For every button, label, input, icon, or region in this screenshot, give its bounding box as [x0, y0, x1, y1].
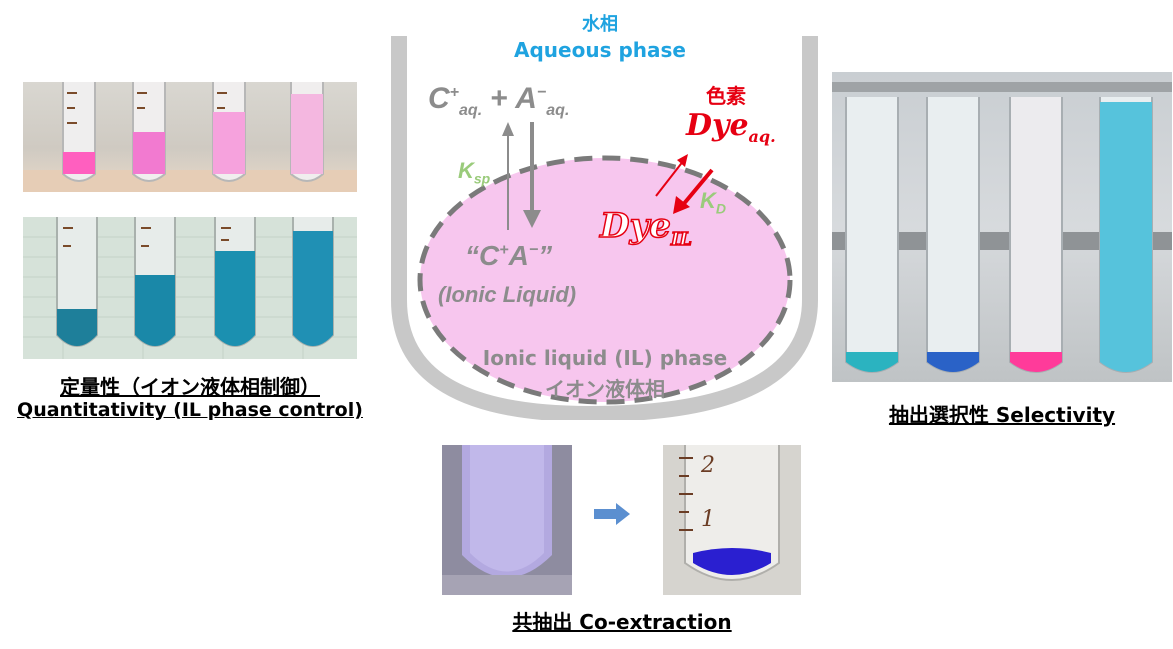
dye-label-jp: 色素	[706, 84, 746, 108]
left-caption-jp: 定量性（イオン液体相制御）	[60, 375, 320, 399]
dye-aq-label: Dyeaq.	[686, 108, 776, 146]
dye-il-label: DyeIL	[599, 205, 692, 250]
selectivity-tube-3	[1009, 97, 1063, 373]
eq-c: C	[428, 82, 450, 115]
kd-label: KD	[700, 188, 727, 217]
blue-tube-2	[134, 217, 176, 347]
il-phase-label-en: Ionic liquid (IL) phase	[482, 346, 728, 370]
equation-cation-anion: C+aq. + A−aq.	[428, 82, 569, 120]
pink-tube-4	[290, 82, 324, 182]
blue-tube-1	[56, 217, 98, 347]
pink-tube-2	[132, 82, 166, 182]
kd-down-arrow	[680, 168, 714, 208]
bottom-caption: 共抽出 Co-extraction	[512, 610, 732, 634]
ksp-label: Ksp	[458, 158, 491, 187]
tube-mark-1: 1	[701, 507, 715, 532]
tube-mark-2: 2	[701, 453, 715, 478]
blue-tube-3	[214, 217, 256, 347]
left-caption-en: Quantitativity (IL phase control)	[17, 399, 363, 421]
aqueous-phase-label-jp: 水相	[582, 14, 618, 35]
blue-tube-4	[292, 217, 334, 347]
selectivity-tube-1	[845, 97, 899, 373]
aqueous-phase-label-en: Aqueous phase	[514, 38, 686, 62]
il-phase-label-jp: イオン液体相	[545, 377, 665, 401]
coextraction-before-photo	[442, 445, 572, 595]
eq-c-sub: aq.	[459, 102, 483, 119]
selectivity-tube-4	[1099, 97, 1153, 373]
ionic-liquid-label: (Ionic Liquid)	[438, 282, 577, 307]
il-phase-ellipse	[417, 155, 793, 405]
eq-a-sub: aq.	[546, 102, 570, 119]
beaker-diagram	[391, 36, 818, 420]
selectivity-tube-2	[926, 97, 980, 373]
pink-tube-1	[62, 82, 96, 182]
pink-tubes-photo	[23, 82, 357, 192]
right-caption: 抽出選択性 Selectivity	[888, 403, 1116, 427]
beaker-wall	[391, 36, 818, 420]
blue-tubes-photo	[23, 217, 357, 359]
selectivity-photo	[832, 72, 1172, 382]
eq-a: A	[515, 82, 537, 115]
coextraction-arrow-icon	[594, 503, 630, 525]
eq-plus: +	[490, 82, 509, 115]
eq-c-sup: +	[449, 84, 460, 101]
pink-tube-3	[212, 82, 246, 182]
ionic-pair-label: “C+A−”	[465, 240, 553, 271]
kd-up-arrow	[655, 159, 685, 197]
coextraction-after-photo: 2 1	[663, 445, 801, 595]
eq-a-sup: −	[536, 84, 547, 101]
